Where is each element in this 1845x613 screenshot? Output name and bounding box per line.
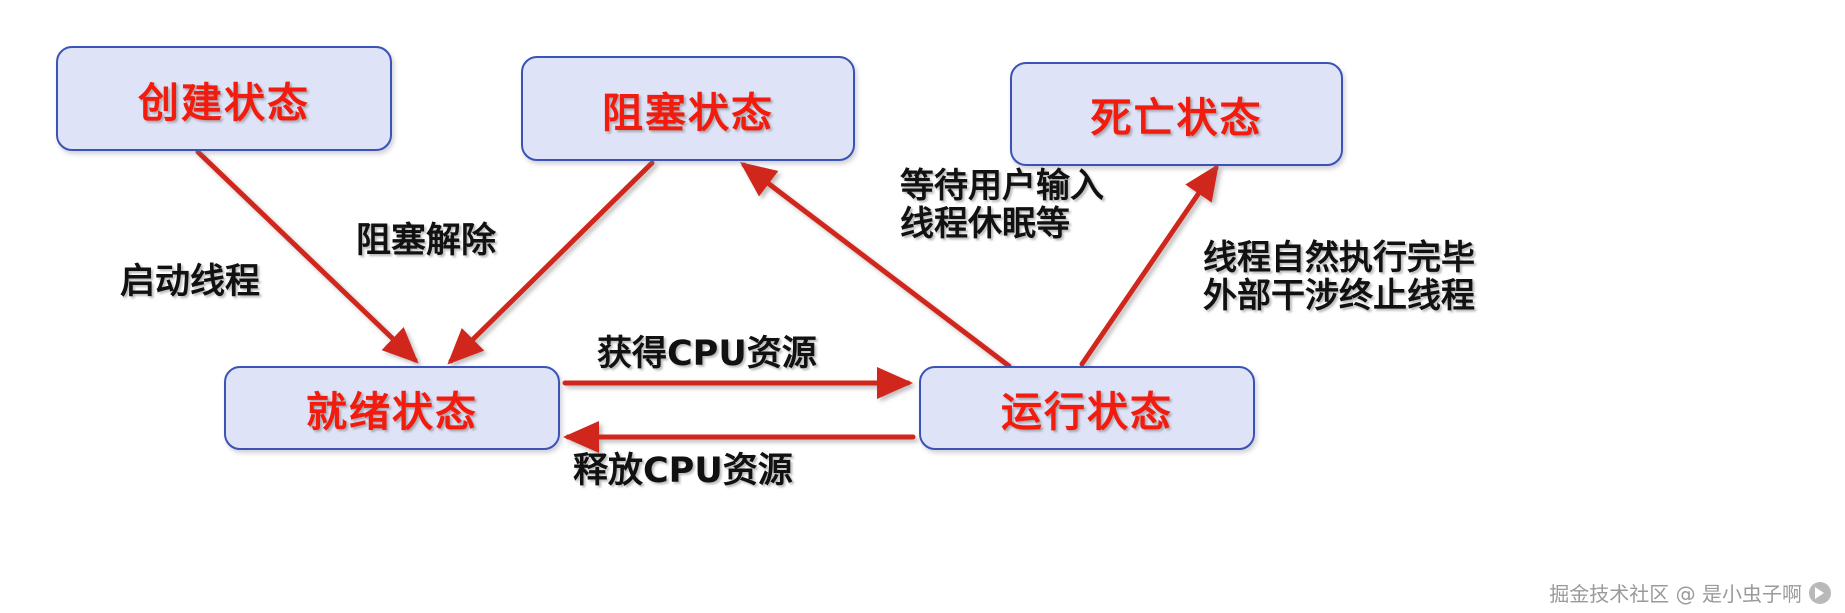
watermark-text-left: 掘金技术社区 @ 是小虫子啊: [1549, 582, 1802, 606]
edge-label-unblock: 阻塞解除: [356, 221, 497, 261]
state-box-running[interactable]: 运行状态: [919, 366, 1255, 450]
edge-label-release-cpu: 释放CPU资源: [573, 451, 793, 491]
edge-label-finish-thread: 线程自然执行完毕 外部干涉终止线程: [1203, 238, 1475, 317]
edge-label-get-cpu: 获得CPU资源: [597, 334, 817, 374]
state-box-dead-label: 死亡状态: [1090, 94, 1263, 142]
state-box-blocked[interactable]: 阻塞状态: [521, 56, 855, 161]
state-box-created[interactable]: 创建状态: [56, 46, 392, 151]
state-box-dead[interactable]: 死亡状态: [1010, 62, 1343, 166]
arrow-running-to-blocked: [740, 161, 1012, 369]
arrow-created-to-ready: [195, 149, 419, 364]
edge-label-wait-input: 等待用户输入 线程休眠等: [900, 166, 1104, 245]
edge-label-start-thread: 启动线程: [120, 262, 261, 302]
watermark: 掘金技术社区 @ 是小虫子啊: [1549, 578, 1831, 607]
play-circle-icon: [1809, 581, 1831, 604]
state-box-created-label: 创建状态: [138, 78, 310, 127]
state-box-blocked-label: 阻塞状态: [602, 88, 774, 137]
state-box-running-label: 运行状态: [1001, 388, 1173, 436]
state-box-ready[interactable]: 就绪状态: [224, 366, 560, 450]
arrow-blocked-to-ready: [447, 160, 655, 365]
arrow-running-to-dead: [1079, 163, 1219, 367]
state-box-ready-label: 就绪状态: [306, 388, 478, 436]
